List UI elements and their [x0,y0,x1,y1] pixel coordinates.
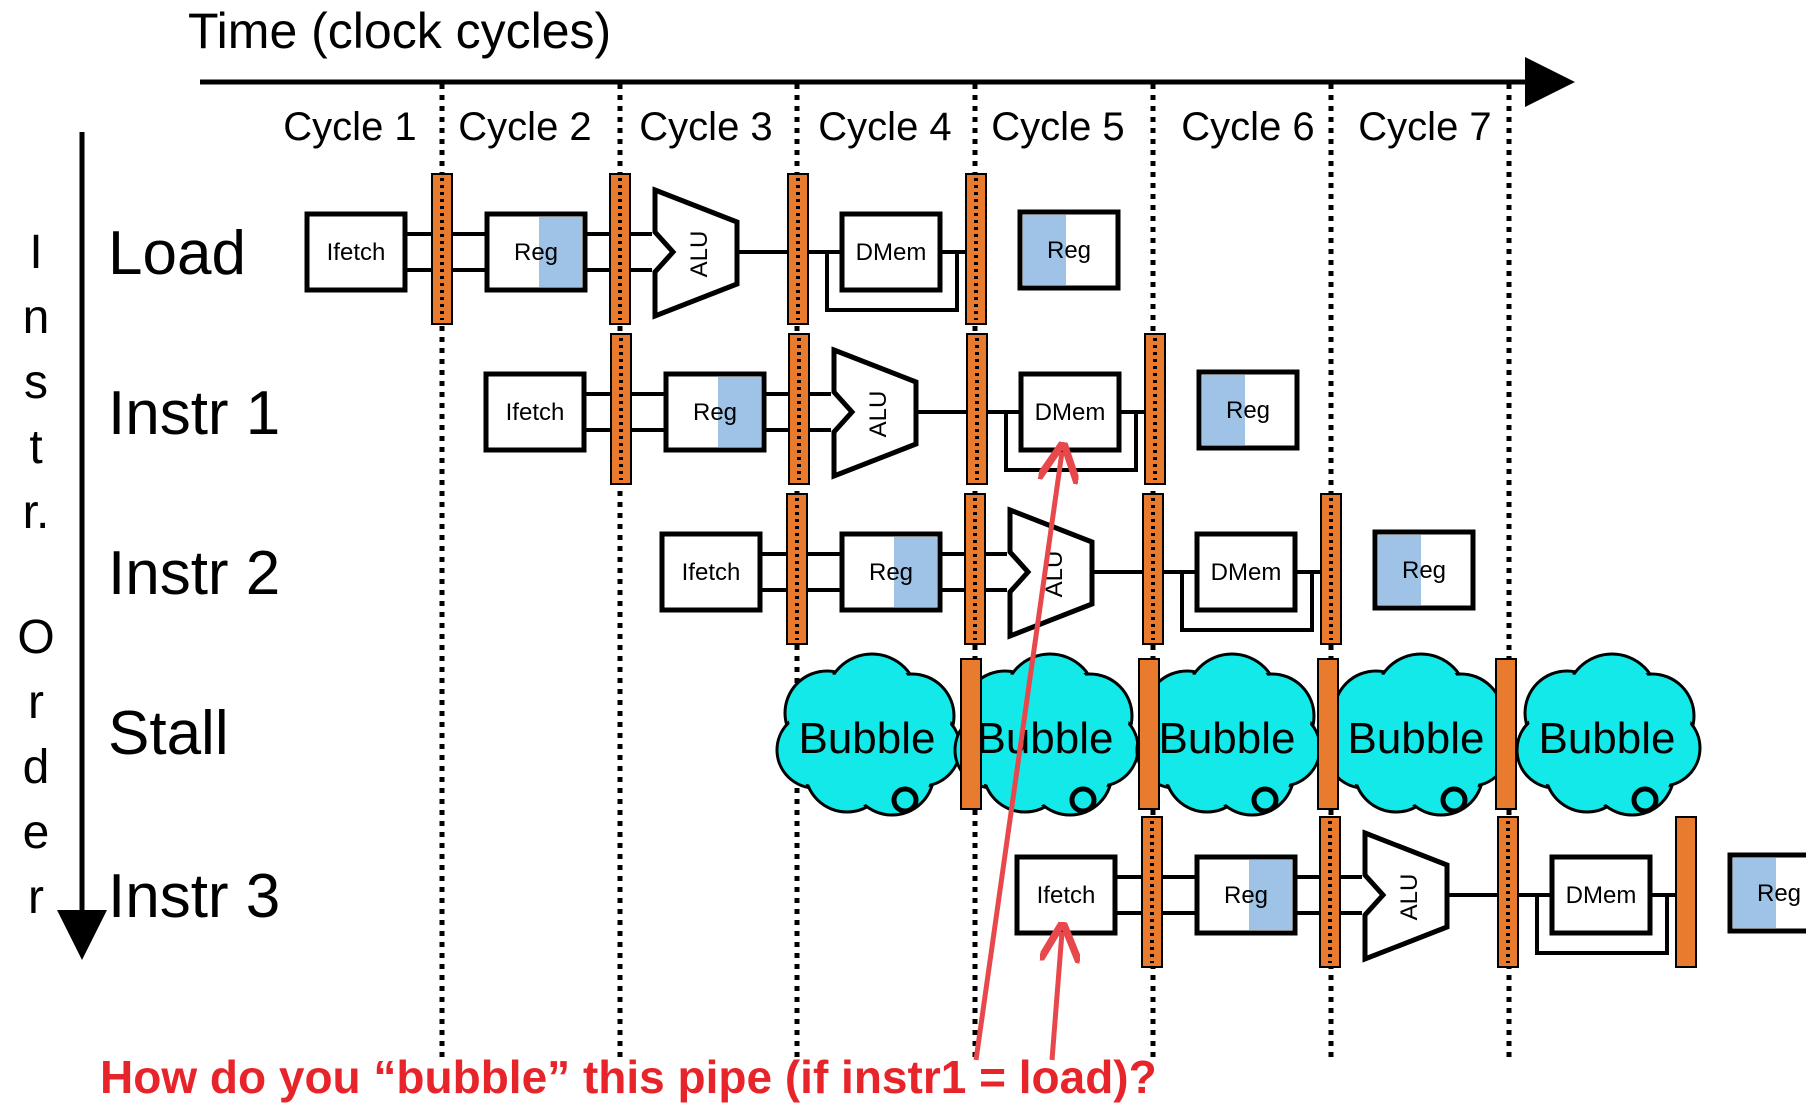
alu-label: ALU [686,231,713,278]
ifetch-box [304,211,408,293]
instruction-pipeline: Bubble Bubble Bubble Bubble Bubble [775,652,1702,817]
instruction-label: Load [108,219,246,288]
order-label-letter: r [28,871,44,924]
order-label-letter: n [23,291,50,344]
cycle-label: Cycle 3 [639,105,772,149]
pipeline-register [1675,816,1697,968]
bubble-cloud: Bubble [775,652,962,817]
forward-arrow-ifetch [1052,932,1062,1061]
ifetch-box [659,531,763,613]
order-label-letter: s [24,356,48,409]
dmem-label: DMem [1211,559,1282,586]
dmem-label: DMem [1035,399,1106,426]
ifetch-label: Ifetch [682,559,741,586]
reg-read-label: Reg [693,399,737,426]
cycle-label: Cycle 6 [1181,105,1314,149]
reg-read-label: Reg [1224,882,1268,909]
instruction-pipeline: Ifetch Reg ALU DMem Reg [1014,816,1806,968]
alu-label: ALU [865,391,892,438]
dmem-bypass-wire [825,252,959,312]
reg-read-shade [718,377,761,447]
cycle-label: Cycle 1 [283,105,416,149]
reg-writeback-label: Reg [1226,397,1270,424]
instruction-label: Instr 2 [108,539,280,608]
bubble-tail [891,786,919,814]
bubble-fill [1367,689,1465,787]
pipeline-register [1317,658,1339,810]
instruction-label: Instr 1 [108,379,280,448]
reg-writeback-shade [1202,375,1245,445]
bubble-tail [1631,786,1659,814]
order-label-letter: I [29,226,42,279]
order-label-letter: r [28,676,44,729]
bubble-label: Bubble [1158,714,1295,763]
forward-arrow-dmem [973,452,1062,1061]
cycle-label: Cycle 7 [1358,105,1491,149]
bubble-label: Bubble [976,714,1113,763]
cycle-label: Cycle 2 [458,105,591,149]
alu-shape [1362,829,1450,963]
bubble-cloud: Bubble [1324,652,1511,817]
reg-read-shade [539,217,582,287]
bubble-tail [1251,786,1279,814]
order-label-letter: t [29,421,42,474]
pipeline-register [1495,658,1517,810]
bubble-fill [1558,689,1656,787]
bubble-tail [1440,786,1468,814]
ifetch-label: Ifetch [327,239,386,266]
order-label-letter: r. [23,486,50,539]
reg-writeback-shade [1023,215,1066,285]
bubble-label: Bubble [1347,714,1484,763]
reg-writeback-label: Reg [1402,557,1446,584]
bubble-tail [1069,786,1097,814]
alu-shape [831,346,919,480]
ifetch-label: Ifetch [1037,882,1096,909]
alu-shape [1007,506,1095,640]
bubble-label: Bubble [1538,714,1675,763]
ifetch-box [483,371,587,453]
instruction-pipeline: Ifetch Reg ALU DMem Reg [304,173,1121,325]
reg-writeback-shade [1378,535,1421,605]
bubble-cloud: Bubble [953,652,1140,817]
instruction-label: Stall [108,699,229,768]
ifetch-label: Ifetch [506,399,565,426]
reg-writeback-label: Reg [1047,237,1091,264]
dmem-label: DMem [856,239,927,266]
instruction-label: Instr 3 [108,862,280,931]
dmem-bypass-wire [1180,572,1314,632]
reg-read-label: Reg [869,559,913,586]
bubble-cloud: Bubble [1135,652,1322,817]
bubble-fill [818,689,916,787]
ifetch-box [1014,854,1118,936]
bubble-cloud: Bubble [1515,652,1702,817]
reg-read-shade [894,537,937,607]
bubble-fill [1178,689,1276,787]
instruction-pipeline: Ifetch Reg ALU DMem Reg [483,333,1300,485]
dmem-box [839,211,943,293]
pipeline-register [1138,658,1160,810]
time-axis-title: Time (clock cycles) [188,3,611,59]
dmem-box [1194,531,1298,613]
dmem-label: DMem [1566,882,1637,909]
alu-label: ALU [1396,874,1423,921]
pipeline-register [960,658,982,810]
bubble-label: Bubble [798,714,935,763]
order-label-letter: d [23,741,50,794]
reg-read-shade [1249,860,1292,930]
dmem-bypass-wire [1535,895,1669,955]
reg-writeback-label: Reg [1757,880,1801,907]
order-label-letter: e [23,806,50,859]
alu-shape [652,186,740,320]
bubble-question: How do you “bubble” this pipe (if instr1… [100,1051,1157,1103]
cycle-label: Cycle 5 [991,105,1124,149]
reg-writeback-shade [1733,858,1776,928]
reg-read-label: Reg [514,239,558,266]
order-label-letter: O [17,611,54,664]
cycle-label: Cycle 4 [818,105,951,149]
